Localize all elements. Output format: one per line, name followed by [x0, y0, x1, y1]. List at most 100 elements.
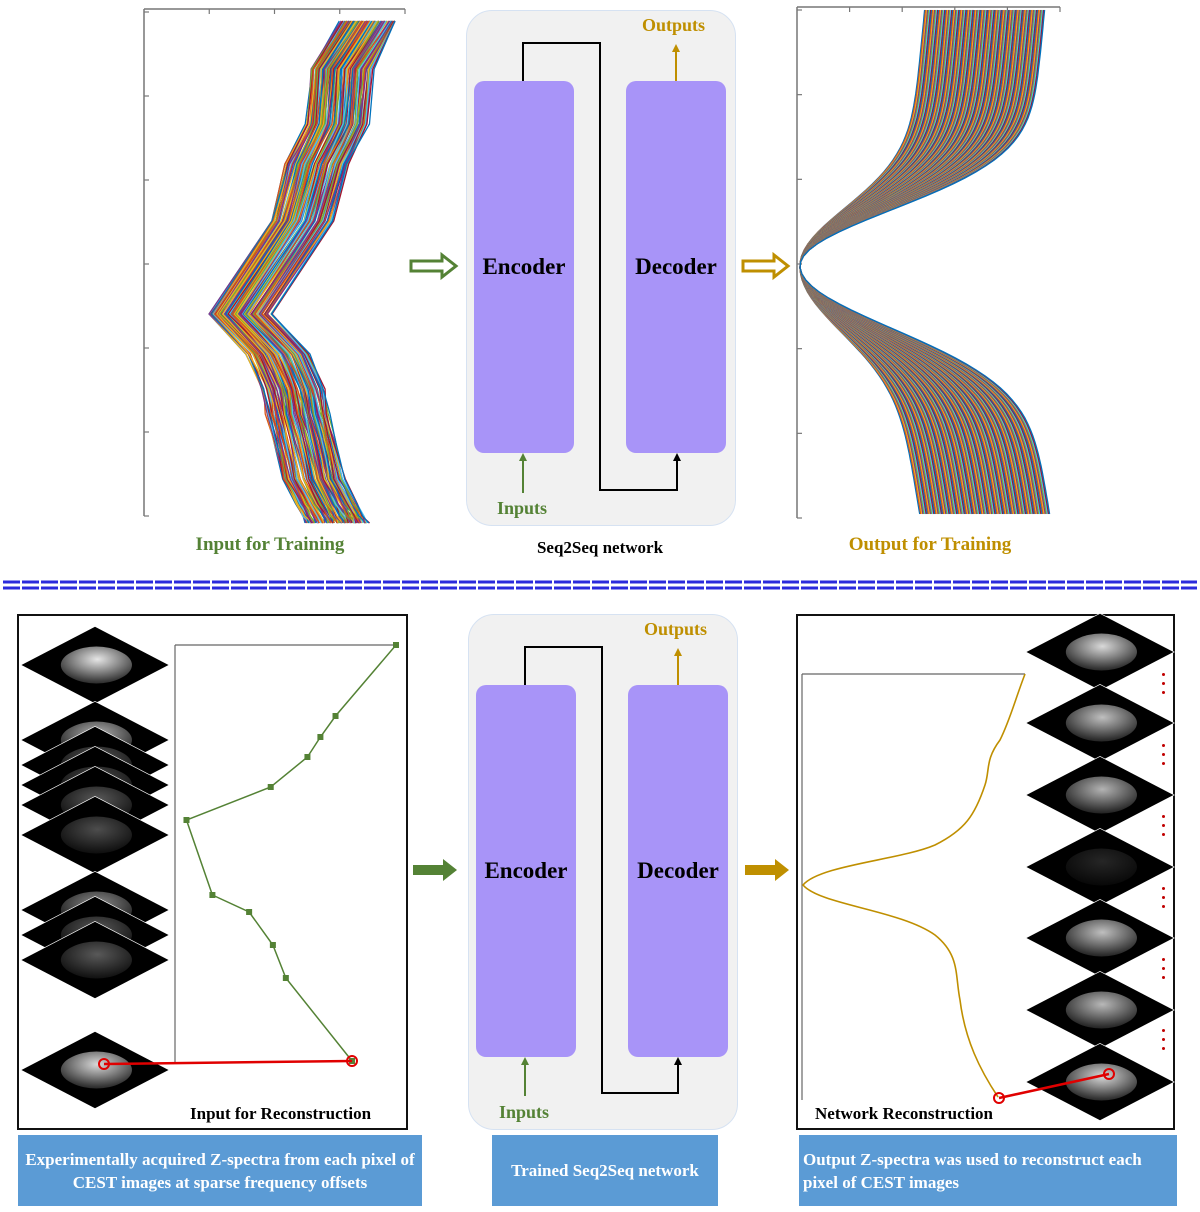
- output-training-series: [799, 9, 940, 515]
- output-training-series: [799, 9, 945, 515]
- input-training-series: [257, 20, 392, 524]
- input-training-series: [232, 20, 368, 524]
- input-training-series: [231, 20, 368, 524]
- output-training-series: [799, 9, 992, 515]
- output-training-series: [799, 9, 970, 515]
- input-training-series: [237, 20, 371, 524]
- output-training-series: [799, 9, 1029, 515]
- input-reconstruction-label: Input for Reconstruction: [190, 1104, 372, 1123]
- output-training-series: [799, 9, 1013, 515]
- output-training-series: [799, 9, 1032, 515]
- input-training-series: [244, 20, 377, 524]
- input-training-series: [227, 20, 362, 524]
- input-training-series: [209, 20, 344, 524]
- input-training-series: [237, 20, 371, 524]
- input-training-series: [253, 20, 386, 524]
- output-training-series: [799, 9, 958, 515]
- output-training-series: [799, 9, 931, 515]
- input-training-series: [266, 20, 396, 524]
- input-training-series: [236, 20, 372, 524]
- output-training-series: [799, 9, 1028, 515]
- input-training-series: [228, 20, 364, 524]
- input-training-series: [221, 20, 358, 524]
- output-training-series: [799, 9, 1006, 515]
- output-training-series: [799, 9, 984, 515]
- encoder-block-top[interactable]: Encoder: [474, 81, 574, 453]
- input-training-series: [218, 20, 353, 524]
- output-training-series: [799, 9, 998, 515]
- output-training-series: [799, 9, 949, 515]
- input-training-series: [253, 20, 389, 524]
- input-training-series: [243, 20, 379, 524]
- output-training-series: [799, 9, 965, 515]
- decoder-label-bottom: Decoder: [637, 858, 719, 883]
- output-training-series: [799, 9, 1002, 515]
- encoder-label-bottom: Encoder: [484, 858, 568, 883]
- input-training-series: [253, 20, 391, 524]
- input-training-series: [214, 20, 350, 524]
- output-training-series: [799, 9, 936, 515]
- output-training-series: [799, 9, 983, 515]
- input-training-series: [230, 20, 365, 524]
- output-training-series: [799, 9, 1035, 515]
- input-training-series: [260, 20, 393, 524]
- output-training-series: [799, 9, 985, 515]
- input-training-series: [239, 20, 376, 524]
- output-training-series: [799, 9, 1030, 515]
- input-training-series: [227, 20, 364, 524]
- decoder-label-top: Decoder: [635, 254, 717, 279]
- input-training-series: [218, 20, 352, 524]
- input-training-series: [265, 20, 396, 524]
- output-training-series: [799, 9, 954, 515]
- input-training-series: [252, 20, 388, 524]
- output-training-series: [799, 9, 955, 515]
- hollow-arrow-gold-icon: [741, 251, 791, 281]
- ellipsis-dots-icon: [1162, 815, 1166, 842]
- hollow-arrow-green-icon: [409, 251, 459, 281]
- input-training-series: [227, 20, 361, 524]
- input-training-series: [263, 20, 396, 524]
- input-training-series: [253, 20, 390, 524]
- output-training-series: [799, 9, 948, 515]
- decoder-block-top[interactable]: Decoder: [626, 81, 726, 453]
- tissue-image: [1051, 769, 1151, 821]
- encoder-block-bottom[interactable]: Encoder: [476, 685, 576, 1057]
- output-training-series: [799, 9, 1046, 515]
- input-training-series: [238, 20, 374, 524]
- input-training-series: [251, 20, 386, 524]
- info-box-input: Experimentally acquired Z-spectra from e…: [18, 1135, 422, 1206]
- output-training-series: [799, 9, 1021, 515]
- output-training-series: [799, 9, 1042, 515]
- output-training-series: [799, 9, 1016, 515]
- output-training-series: [799, 9, 978, 515]
- output-training-series: [799, 9, 960, 515]
- output-training-series: [799, 9, 943, 515]
- input-training-series: [242, 20, 379, 524]
- decoder-block-bottom[interactable]: Decoder: [628, 685, 728, 1057]
- input-training-series: [257, 20, 394, 524]
- input-training-series: [213, 20, 348, 524]
- output-training-series: [799, 9, 1025, 515]
- input-training-series: [260, 20, 394, 524]
- output-training-series: [799, 9, 974, 515]
- input-training-series: [234, 20, 371, 524]
- input-training-series: [212, 20, 349, 524]
- output-training-series: [799, 9, 999, 515]
- output-training-series: [799, 9, 972, 515]
- network-reconstruction-label: Network Reconstruction: [815, 1104, 993, 1123]
- ellipsis-dots-icon: [1162, 958, 1166, 985]
- output-training-series: [799, 9, 1038, 515]
- ellipsis-dots-icon: [1162, 673, 1166, 700]
- output-training-series: [799, 9, 947, 515]
- input-training-series: [263, 20, 396, 524]
- ellipsis-dots-icon: [1162, 744, 1166, 771]
- input-training-series: [243, 20, 374, 524]
- output-training-series: [799, 9, 973, 515]
- input-training-caption: Input for Training: [195, 534, 345, 555]
- output-training-series: [799, 9, 1004, 515]
- tissue-image: [46, 934, 146, 986]
- output-training-series: [799, 9, 1001, 515]
- tissue-image: [46, 809, 146, 861]
- tissue-image: [1051, 697, 1151, 749]
- output-training-series: [799, 9, 968, 515]
